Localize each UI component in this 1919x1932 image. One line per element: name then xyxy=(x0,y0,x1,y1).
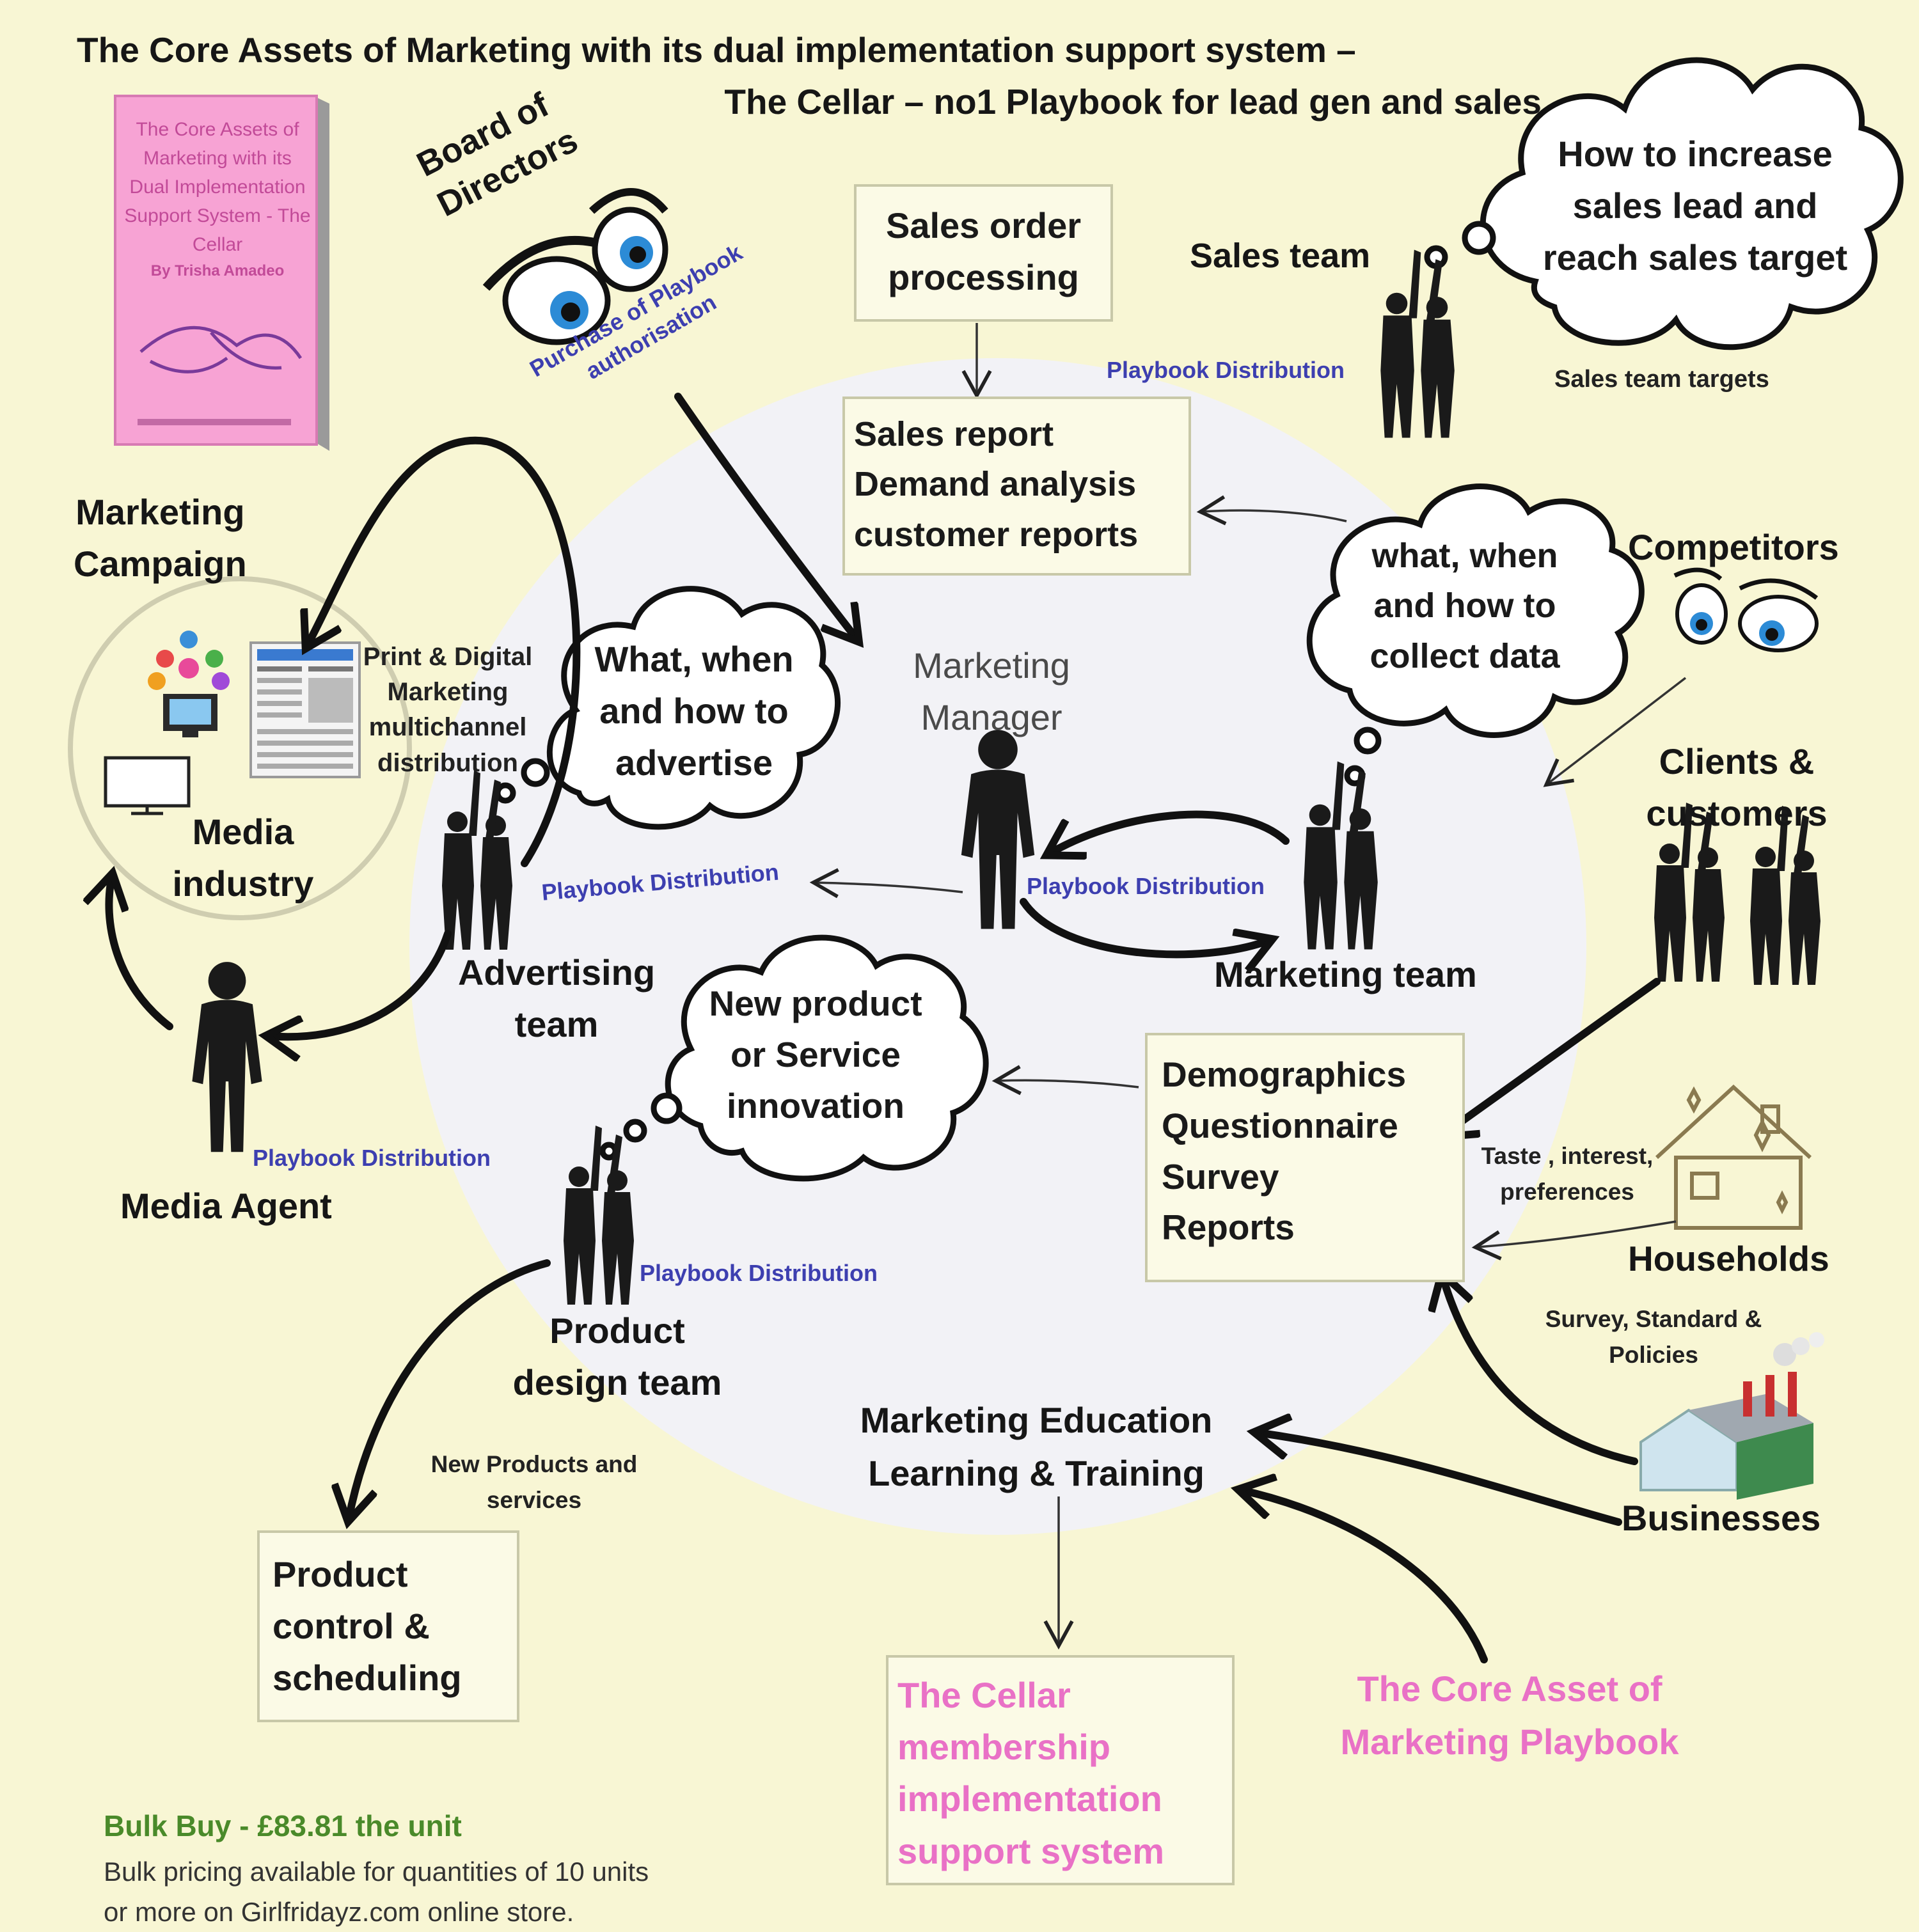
media-agent-figure xyxy=(192,962,262,1152)
collect-thought-text: what, when and how to collect data xyxy=(1370,537,1560,675)
book-cover xyxy=(114,95,329,451)
arrow-demographics-to-innovation xyxy=(991,1065,1139,1096)
marketing-campaign-label: Marketing Campaign xyxy=(74,492,247,585)
business-factory-icon xyxy=(1639,1332,1824,1500)
core-asset-playbook-label: The Core Asset of Marketing Playbook xyxy=(1340,1669,1679,1762)
sales-thought-text: How to increase sales lead and reach sal… xyxy=(1542,134,1848,278)
arrow-agent-to-media xyxy=(109,876,173,1030)
advertise-thought-text: What, when and how to advertise xyxy=(594,639,794,783)
sales-team-label: Sales team xyxy=(1190,237,1371,275)
competitors-label: Competitors xyxy=(1628,527,1839,567)
newspaper-icon xyxy=(249,641,361,778)
arrow-households-to-demographics xyxy=(1471,1220,1677,1261)
arrow-businesses-to-education xyxy=(1257,1433,1622,1526)
arrow-core-asset-to-education xyxy=(1241,1490,1488,1663)
media-agent-label: Media Agent xyxy=(120,1186,332,1226)
book-author: By Trisha Amadeo xyxy=(150,262,285,279)
sales-report-box: Sales report Demand analysis customer re… xyxy=(842,397,1191,576)
media-channels-label: Print & Digital Marketing multichannel d… xyxy=(363,643,533,777)
innovation-thought-text: New product or Service innovation xyxy=(709,984,922,1126)
page-title: The Core Assets of Marketing with its du… xyxy=(77,30,1542,122)
board-eyes-icon xyxy=(482,188,668,345)
media-industry-circle xyxy=(68,576,412,920)
businesses-label: Businesses xyxy=(1622,1498,1821,1538)
product-design-team-label: Product design team xyxy=(512,1310,722,1403)
bulk-buy-text: Bulk pricing available for quantities of… xyxy=(104,1857,649,1927)
arrow-collect-to-report xyxy=(1196,495,1347,526)
arrow-manager-to-marketing-team xyxy=(1049,810,1290,854)
marketing-team-label: Marketing team xyxy=(1214,954,1477,994)
households-label: Households xyxy=(1628,1239,1829,1278)
sales-order-box: Sales order processing xyxy=(854,184,1113,322)
arrow-competitors-to-circle xyxy=(1543,677,1687,787)
arrow-advertising-to-media xyxy=(307,436,581,867)
playbook-distribution-marketing: Playbook Distribution xyxy=(1027,873,1265,899)
arrow-marketing-team-to-manager xyxy=(1020,898,1270,954)
digital-media-icon xyxy=(148,631,230,737)
collect-thought-cloud xyxy=(1306,483,1645,787)
arrow-manager-to-advertising xyxy=(809,868,963,899)
advertising-team-label: Advertising team xyxy=(457,952,656,1045)
cellar-membership-box: The Cellar membership implementation sup… xyxy=(886,1655,1235,1885)
playbook-distribution-agent: Playbook Distribution xyxy=(253,1145,491,1171)
sales-thought-cloud xyxy=(1424,57,1904,350)
arrow-advertising-to-agent xyxy=(269,930,452,1037)
competitors-eyes-icon xyxy=(1673,567,1819,652)
sales-team-targets-label: Sales team targets xyxy=(1554,366,1769,393)
marketing-education-label: Marketing Education Learning & Training xyxy=(860,1400,1213,1493)
media-industry-label: Media industry xyxy=(172,812,314,904)
bulk-buy-title: Bulk Buy - £83.81 the unit xyxy=(104,1809,462,1842)
clients-label: Clients & customers xyxy=(1646,741,1828,834)
arrow-product-design-to-control xyxy=(349,1259,551,1519)
playbook-distribution-sales: Playbook Distribution xyxy=(1107,357,1345,383)
households-arrow-label: Taste , interest, preferences xyxy=(1481,1143,1654,1205)
arrow-board-to-manager xyxy=(674,393,857,640)
playbook-distribution-product: Playbook Distribution xyxy=(640,1260,878,1286)
new-products-label: New Products and services xyxy=(430,1451,638,1513)
businesses-arrow-label: Survey, Standard & Policies xyxy=(1545,1306,1762,1368)
tv-icon xyxy=(104,756,191,815)
arrow-clients-to-demographics xyxy=(1442,978,1661,1135)
innovation-thought-cloud xyxy=(599,934,989,1182)
household-house-icon xyxy=(1655,1084,1812,1230)
book-title: The Core Assets of Marketing with its Du… xyxy=(124,119,311,255)
sales-team-figure xyxy=(1380,249,1455,438)
product-control-box: Product control & scheduling xyxy=(257,1530,519,1722)
demographics-box: Demographics Questionnaire Survey Report… xyxy=(1145,1033,1465,1282)
arrow-businesses-to-demographics xyxy=(1442,1276,1638,1465)
marketing-manager-label: Marketing Manager xyxy=(913,645,1070,738)
